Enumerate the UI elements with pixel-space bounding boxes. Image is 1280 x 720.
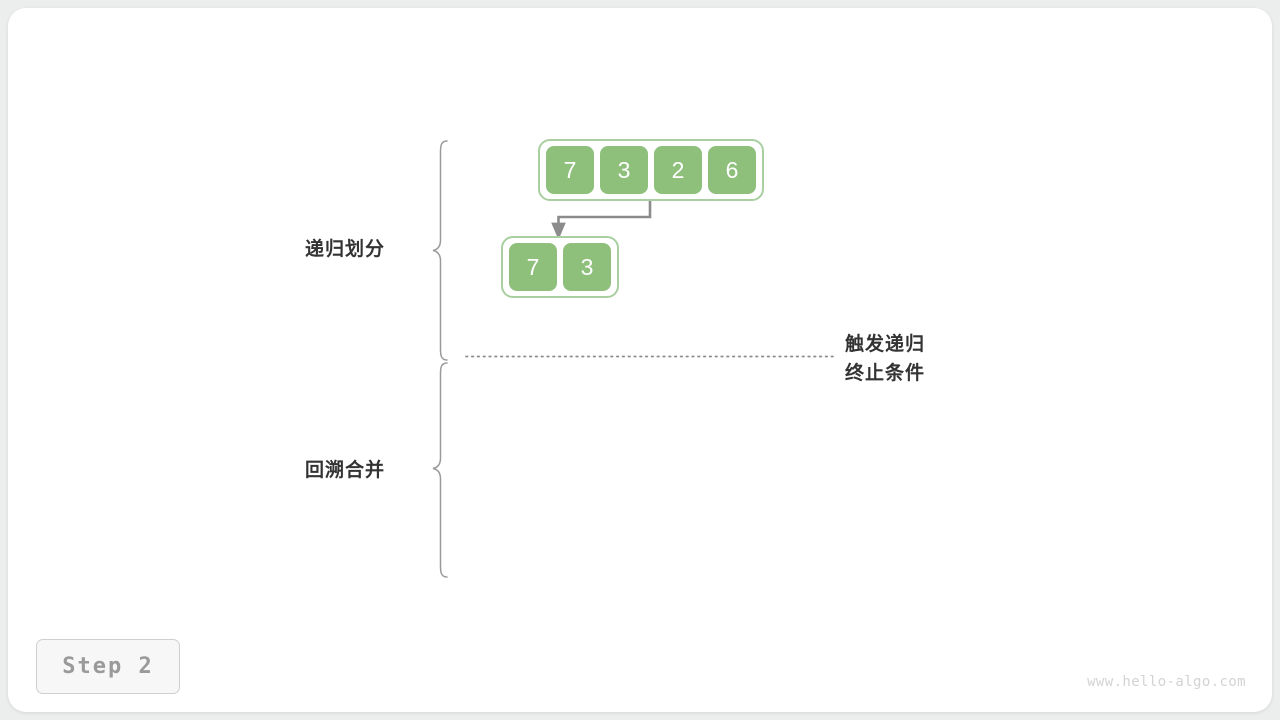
array-cell: 7 (544, 144, 596, 196)
array-cell: 7 (507, 241, 559, 293)
array-left-subarray: 7 3 (501, 236, 619, 298)
base-case-annotation: 触发递归 终止条件 (845, 330, 925, 388)
split-arrow (551, 197, 652, 240)
stage-label-divide: 递归划分 (305, 239, 386, 260)
watermark: www.hello-algo.com (1087, 674, 1246, 690)
stage-label-merge: 回溯合并 (305, 460, 386, 481)
array-cell: 2 (652, 144, 704, 196)
annotation-line-2: 终止条件 (845, 363, 926, 384)
step-badge: Step 2 (36, 639, 180, 694)
annotation-line-1: 触发递归 (845, 334, 926, 355)
array-cell: 3 (561, 241, 613, 293)
array-root: 7 3 2 6 (538, 139, 764, 201)
array-cell: 3 (598, 144, 650, 196)
brace-divide (432, 140, 448, 361)
figure-card (8, 8, 1272, 712)
array-cell: 6 (706, 144, 758, 196)
brace-merge (432, 362, 448, 578)
